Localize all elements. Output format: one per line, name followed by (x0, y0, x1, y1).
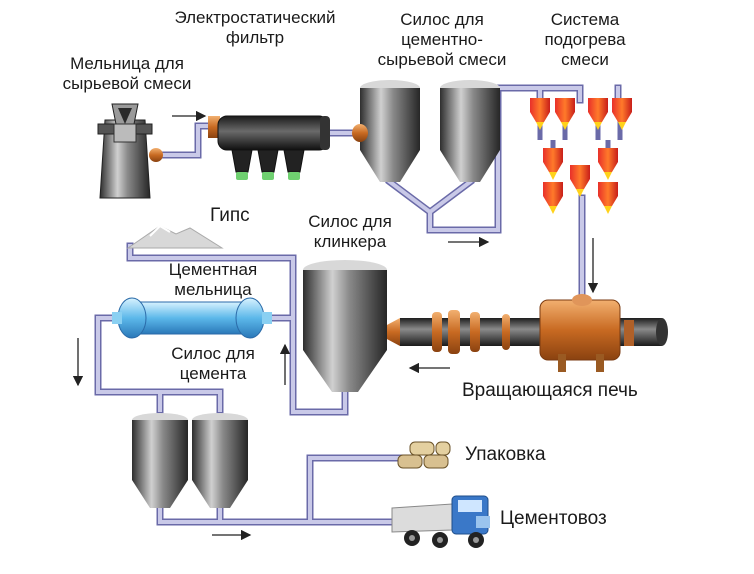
cement-truck-icon (391, 495, 490, 548)
raw-silos (352, 80, 500, 182)
electrostatic-filter-icon (208, 115, 330, 180)
silo-icon (192, 413, 248, 508)
cyclone-icon (612, 98, 632, 130)
cyclone-icon (598, 148, 618, 180)
cyclone-icon (598, 182, 618, 214)
ball-mill-icon (112, 297, 272, 339)
rotary-kiln-label: Вращающаяся печь (462, 380, 638, 401)
cement-silo-label: Силос для цемента (171, 344, 255, 383)
cyclone-icon (530, 98, 550, 130)
cement-truck-label: Цементовоз (500, 508, 607, 529)
packaging-label: Упаковка (465, 444, 546, 465)
raw-mill-label: Мельница для сырьевой смеси (62, 54, 192, 93)
cement-mill-label: Цементная мельница (168, 260, 258, 299)
cyclone-icon (543, 182, 563, 214)
cyclone-icon (570, 165, 590, 197)
preheater-label: Система подогрева смеси (544, 10, 626, 69)
clinker-silo-label: Силос для клинкера (308, 212, 392, 251)
mill-icon (97, 103, 163, 199)
cement-bags-icon (397, 441, 451, 469)
electrostatic-filter-label: Электростатический фильтр (174, 8, 336, 47)
silo-icon (303, 260, 387, 392)
silo-icon (132, 413, 188, 508)
flow-arrows (72, 110, 599, 541)
cement-silos (132, 413, 248, 508)
gypsum-pile-icon (126, 224, 224, 249)
raw-silo-label: Силос для цементно- сырьевой смеси (377, 10, 507, 69)
silo-icon (352, 80, 420, 182)
cyclone-icon (555, 98, 575, 130)
gypsum-label: Гипс (210, 205, 250, 226)
preheater-tower (530, 98, 632, 214)
rotary-kiln-icon (385, 294, 668, 372)
cyclone-icon (588, 98, 608, 130)
silo-icon (440, 80, 500, 182)
cyclone-icon (543, 148, 563, 180)
